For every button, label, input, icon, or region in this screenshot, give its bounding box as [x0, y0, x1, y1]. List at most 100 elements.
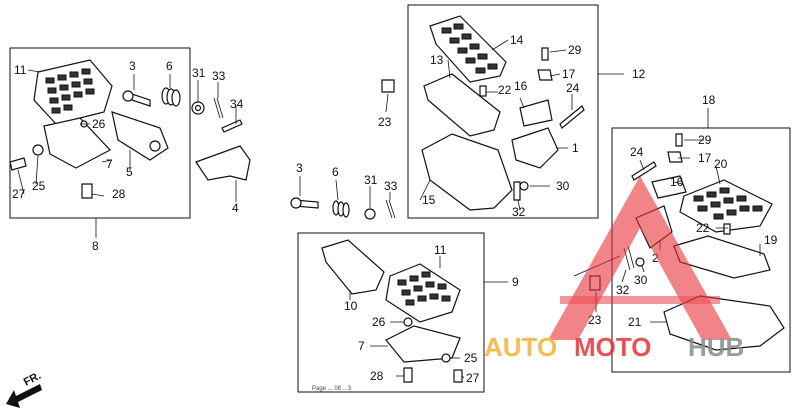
watermark-hub: HUB: [688, 332, 744, 362]
callout-11: 11: [14, 63, 27, 77]
callout-2: 2: [652, 251, 659, 265]
bolt-32: [513, 181, 521, 201]
spring-6: [161, 87, 181, 107]
bolt-24: [559, 105, 585, 129]
bracket-1: [511, 127, 559, 169]
bolt-27-mid: [453, 369, 463, 383]
callout-17: 17: [562, 67, 576, 81]
callout-29: 29: [568, 43, 582, 57]
callout-23: 23: [378, 115, 392, 129]
callout-32: 32: [512, 205, 526, 219]
plate-15: [421, 133, 513, 211]
callout-29-right: 29: [698, 133, 712, 147]
bracket-7: [43, 117, 111, 169]
bolt-29: [541, 47, 549, 61]
callout-26-mid: 26: [372, 315, 386, 329]
bolt-34: [221, 119, 243, 133]
group-18-frame: [611, 127, 791, 373]
callout-19: 19: [764, 233, 778, 247]
rubber-11-grid: [397, 271, 451, 306]
mid-parts: 3 6 31 33: [290, 161, 398, 220]
callout-22-right: 22: [696, 221, 710, 235]
callout-34: 34: [230, 97, 244, 111]
callout-31-mid: 31: [364, 173, 378, 187]
callout-26: 26: [92, 117, 106, 131]
callout-6: 6: [166, 59, 173, 73]
washer-31-mid: [364, 208, 376, 220]
watermark-auto: AUTO: [484, 332, 557, 362]
callout-17-right: 17: [698, 151, 712, 165]
collar-25-mid: [441, 353, 451, 363]
nut-17: [537, 69, 553, 81]
callout-10: 10: [344, 299, 358, 313]
callout-6-mid: 6: [332, 165, 339, 179]
pivot-hole: [149, 140, 161, 152]
callout-30: 30: [556, 179, 570, 193]
callout-11-mid: 11: [434, 243, 447, 257]
callout-33: 33: [212, 69, 226, 83]
footpeg-10: [321, 239, 385, 295]
rubber-20: [679, 179, 773, 233]
leaders-9: [349, 256, 508, 379]
bracket-16: [519, 99, 553, 127]
bracket-4: [195, 145, 251, 181]
callout-31: 31: [192, 66, 206, 80]
rubber-14: [429, 15, 507, 83]
bolt-28-mid: [403, 367, 413, 383]
group-8: 11 3 6 31 33 34 4 5 7 26 25 27 28 8: [9, 59, 251, 253]
leaders-8: [17, 69, 237, 238]
callout-15: 15: [422, 193, 436, 207]
rubber-20-grid: [693, 187, 763, 220]
bolt-22-right: [723, 223, 731, 235]
callout-21: 21: [628, 315, 642, 329]
washer-26-mid: [403, 317, 413, 327]
callout-20: 20: [714, 157, 728, 171]
callout-28-mid: 28: [370, 369, 384, 383]
rubber-11: [385, 263, 461, 323]
callout-16: 16: [514, 79, 528, 93]
bolt-29-right: [675, 133, 683, 147]
callout-4: 4: [232, 201, 239, 215]
bolt-27: [9, 157, 27, 171]
group-12-frame: [407, 4, 599, 219]
rubber-grid: [45, 68, 95, 114]
nut-17-right: [667, 151, 683, 163]
callout-27: 27: [12, 187, 26, 201]
callout-30-right: 30: [634, 273, 648, 287]
cotter-pin-33-mid: [385, 199, 396, 219]
footnote: Page ... 08 .. 3: [312, 386, 352, 392]
callout-25-mid: 25: [464, 351, 478, 365]
callout-22: 22: [498, 83, 512, 97]
bolt-23: [381, 79, 395, 93]
bracket-16-right: [651, 175, 687, 199]
watermark-logo: AUTO MOTO HUB: [484, 176, 744, 362]
leaders-12: [385, 39, 624, 211]
callout-33-mid: 33: [384, 179, 398, 193]
group-12: 14 13 29 17 22 16 24 1 30 32 15 23 12: [378, 15, 646, 219]
callout-28: 28: [112, 187, 126, 201]
callout-12: 12: [632, 67, 646, 81]
group-9-frame: [297, 232, 485, 393]
watermark-moto: MOTO: [574, 332, 652, 362]
group-18: 18 29 17 24 20 16 22 19 2 30 32 23 21: [573, 93, 785, 351]
callout-7: 7: [106, 157, 113, 171]
group-9: 10 11 26 7 25 28 27 9 Page ... 08 .. 3: [312, 239, 519, 392]
cotter-pin-33: [213, 97, 224, 119]
bolt-24-right: [631, 161, 657, 181]
callout-9: 9: [512, 275, 519, 289]
group-8-frame: [9, 47, 191, 219]
washer-30: [519, 181, 529, 191]
callout-27-mid: 27: [466, 371, 480, 385]
callout-8: 8: [92, 239, 99, 253]
callout-24: 24: [566, 81, 580, 95]
bolt-22: [479, 85, 487, 97]
arrow-icon: [6, 384, 42, 408]
leaders-18: [573, 108, 761, 323]
washer-30-right: [635, 257, 645, 267]
collar-25: [32, 144, 44, 156]
rubber-14-grid: [441, 23, 498, 74]
footpeg-rubber-11: [33, 59, 113, 125]
callout-13: 13: [430, 53, 444, 67]
footpeg-5: [111, 111, 169, 161]
